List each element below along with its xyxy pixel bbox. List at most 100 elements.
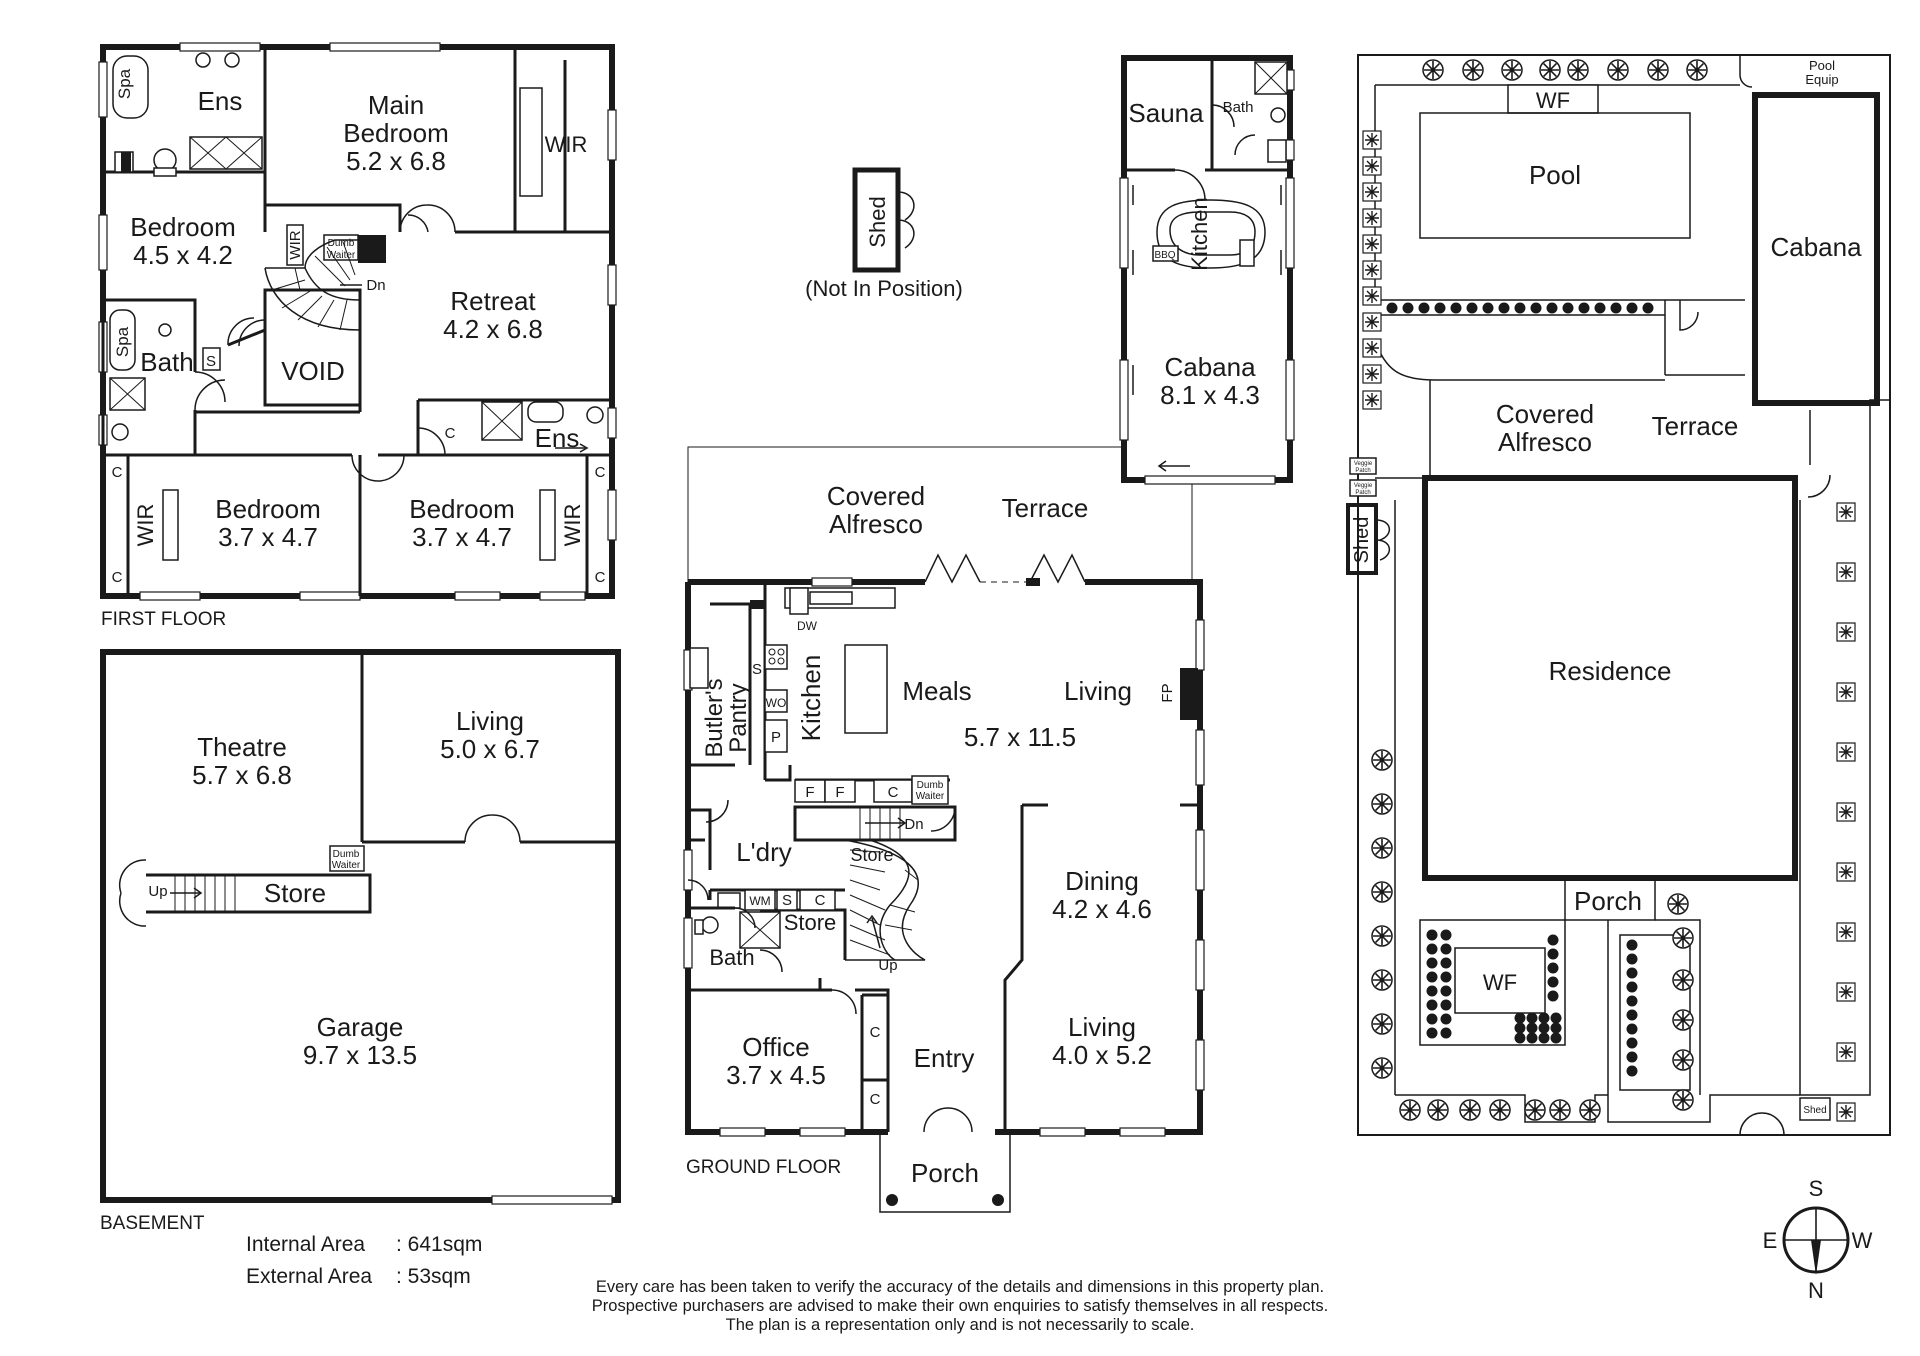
dishwasher-label: DW <box>797 619 818 633</box>
office-size: 3.7 x 4.5 <box>726 1060 826 1090</box>
garden-bush <box>1524 1099 1546 1121</box>
void-label: VOID <box>281 356 345 386</box>
gf-porch-label: Porch <box>911 1158 979 1188</box>
wall-oven-label: WO <box>766 696 787 710</box>
cabana-label: Cabana <box>1164 352 1256 382</box>
cabana-kitchen-label: Kitchen <box>1187 197 1212 270</box>
wf-garden-shrub <box>1426 957 1438 969</box>
site-wf2-label: WF <box>1483 970 1517 995</box>
hedge-shrub <box>1434 302 1446 314</box>
dining-size: 4.2 x 4.6 <box>1052 894 1152 924</box>
dumb-waiter-label-2: Waiter <box>327 250 356 261</box>
cabana-size: 8.1 x 4.3 <box>1160 380 1260 410</box>
path-shrub <box>1626 1023 1638 1035</box>
garden-bush <box>1462 59 1484 81</box>
east-hedge-bush <box>1836 742 1856 762</box>
hedge-shrub <box>1466 302 1478 314</box>
theatre-label: Theatre <box>197 732 287 762</box>
east-hedge-bush <box>1836 502 1856 522</box>
east-hedge-bush <box>1836 922 1856 942</box>
hedge-bush <box>1362 182 1382 202</box>
hedge-bush <box>1362 390 1382 410</box>
bedroom-nw-label: Bedroom <box>130 212 236 242</box>
sink-label: S <box>752 661 762 678</box>
spa-label: Spa <box>115 68 134 99</box>
main-bedroom-label: Main <box>368 90 424 120</box>
internal-area-value: : 641sqm <box>396 1233 482 1256</box>
kitchen-label: Kitchen <box>796 655 826 742</box>
garden-bush <box>1579 1099 1601 1121</box>
garden-bush <box>1371 1013 1393 1035</box>
compass-n: N <box>1808 1278 1824 1303</box>
garden-bush <box>1371 837 1393 859</box>
hedge-shrub <box>1418 302 1430 314</box>
path-shrub <box>1626 939 1638 951</box>
ens-label: Ens <box>198 86 243 116</box>
wf-garden-shrub <box>1440 943 1452 955</box>
wf-garden-shrub <box>1514 1032 1526 1044</box>
wf-garden-shrub <box>1547 948 1559 960</box>
veggie-patch-2b: Patch <box>1355 490 1370 496</box>
path-shrub <box>1626 995 1638 1007</box>
compass-w: W <box>1852 1228 1873 1253</box>
cabana-plan: Sauna Bath Kitchen BBQ Cabana 8.1 x 4.3 <box>1119 55 1295 485</box>
gf-stairs-up: Up <box>878 957 897 974</box>
garden-bush <box>1672 1049 1694 1071</box>
garden-bush <box>1459 1099 1481 1121</box>
garden-bush <box>1607 59 1629 81</box>
wf-garden-shrub <box>1538 1032 1550 1044</box>
site-shed-small: Shed <box>1803 1105 1826 1116</box>
theatre-size: 5.7 x 6.8 <box>192 760 292 790</box>
dining-label: Dining <box>1065 866 1139 896</box>
wf-garden-shrub <box>1547 976 1559 988</box>
site-plan: Pool Equip WF Pool Cabana Covered Alfres… <box>1346 54 1891 1136</box>
disclaimer-line-2: Prospective purchasers are advised to ma… <box>592 1297 1328 1315</box>
garden-bush <box>1672 1009 1694 1031</box>
hedge-shrub <box>1482 302 1494 314</box>
office-label: Office <box>742 1032 809 1062</box>
wf-garden-shrub <box>1547 962 1559 974</box>
garage-label: Garage <box>317 1012 404 1042</box>
hedge-bush <box>1362 156 1382 176</box>
bedroom-nw-size: 4.5 x 4.2 <box>133 240 233 270</box>
path-shrub <box>1626 967 1638 979</box>
gf-store-2-label: Store <box>784 910 837 935</box>
wf-garden-shrub <box>1514 1012 1526 1024</box>
compass-s: S <box>1809 1176 1824 1201</box>
laundry-cupboard: C <box>815 892 826 909</box>
hedge-shrub <box>1642 302 1654 314</box>
hedge-shrub <box>1450 302 1462 314</box>
path-shrub <box>1626 1065 1638 1077</box>
wir-se-label: WIR <box>560 504 585 547</box>
veggie-patch-2: Veggie <box>1354 483 1373 489</box>
fireplace-label: FP <box>1159 683 1176 702</box>
garden-bush <box>1549 1099 1571 1121</box>
gf-covered-alfresco-label-2: Alfresco <box>829 509 923 539</box>
disclaimer: Every care has been taken to verify the … <box>592 1278 1328 1334</box>
site-covered-alfresco: Covered <box>1496 399 1594 429</box>
butlers-pantry-label-2: Pantry <box>725 683 752 752</box>
wf-garden-shrub <box>1426 971 1438 983</box>
hedge-bush <box>1362 208 1382 228</box>
hedge-bush <box>1362 130 1382 150</box>
garden-bush <box>1371 1057 1393 1079</box>
east-hedge-bush <box>1836 622 1856 642</box>
meals-label: Meals <box>902 676 971 706</box>
cupboard-c4: C <box>595 569 606 586</box>
wf-garden-shrub <box>1440 957 1452 969</box>
garden-bush <box>1371 969 1393 991</box>
fridge-label-2: F <box>835 784 844 801</box>
wf-garden-shrub <box>1426 1013 1438 1025</box>
laundry-label: L'dry <box>736 837 792 867</box>
ens2-label: Ens <box>535 423 580 453</box>
wf-garden-shrub <box>1550 1022 1562 1034</box>
hedge-bush <box>1362 260 1382 280</box>
path-shrub <box>1626 1009 1638 1021</box>
internal-area-label: Internal Area <box>246 1233 365 1256</box>
gf-store-1-label: Store <box>850 845 893 865</box>
pool-equip-label-2: Equip <box>1805 72 1838 87</box>
hedge-shrub <box>1610 302 1622 314</box>
wf-garden-shrub <box>1526 1012 1538 1024</box>
wf-garden-shrub <box>1440 985 1452 997</box>
